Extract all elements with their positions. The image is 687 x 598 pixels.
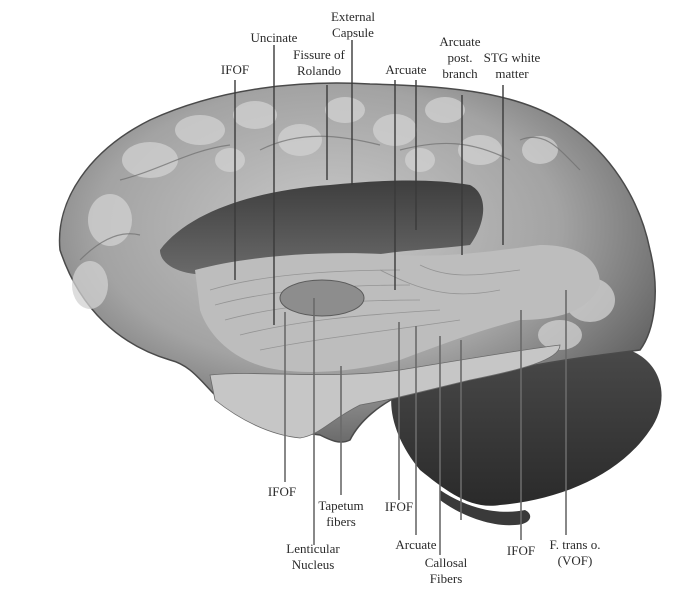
- label-arcuate-post-branch: Arcuate post. branch: [439, 34, 481, 81]
- label-ifof-top: IFOF: [220, 62, 250, 77]
- label-f-trans-o-vof: F. trans o. (VOF): [549, 537, 601, 568]
- label-stg-white-matter: STG white matter: [483, 50, 541, 81]
- gyri: [72, 97, 615, 350]
- label-external-capsule: External Capsule: [330, 9, 376, 40]
- label-arcuate-top: Arcuate: [385, 62, 427, 77]
- label-ifof-bottom-left: IFOF: [267, 484, 297, 499]
- label-ifof-bottom-right: IFOF: [506, 543, 536, 558]
- label-tapetum-fibers: Tapetum fibers: [318, 498, 364, 529]
- brainstem: [440, 490, 531, 526]
- label-arcuate-bottom: Arcuate: [395, 537, 437, 552]
- temporal-lobe: [209, 344, 561, 439]
- label-uncinate: Uncinate: [250, 30, 298, 45]
- lenticular-nucleus-shape: [279, 279, 365, 317]
- label-lenticular-nucleus: Lenticular Nucleus: [286, 541, 340, 572]
- dissection-cavity: [160, 180, 484, 275]
- label-callosal-fibers: Callosal Fibers: [424, 555, 468, 586]
- label-ifof-bottom-mid: IFOF: [384, 499, 414, 514]
- fiber-region: [195, 245, 600, 372]
- label-fissure-of-rolando: Fissure of Rolando: [293, 47, 345, 78]
- cerebellum: [391, 345, 662, 506]
